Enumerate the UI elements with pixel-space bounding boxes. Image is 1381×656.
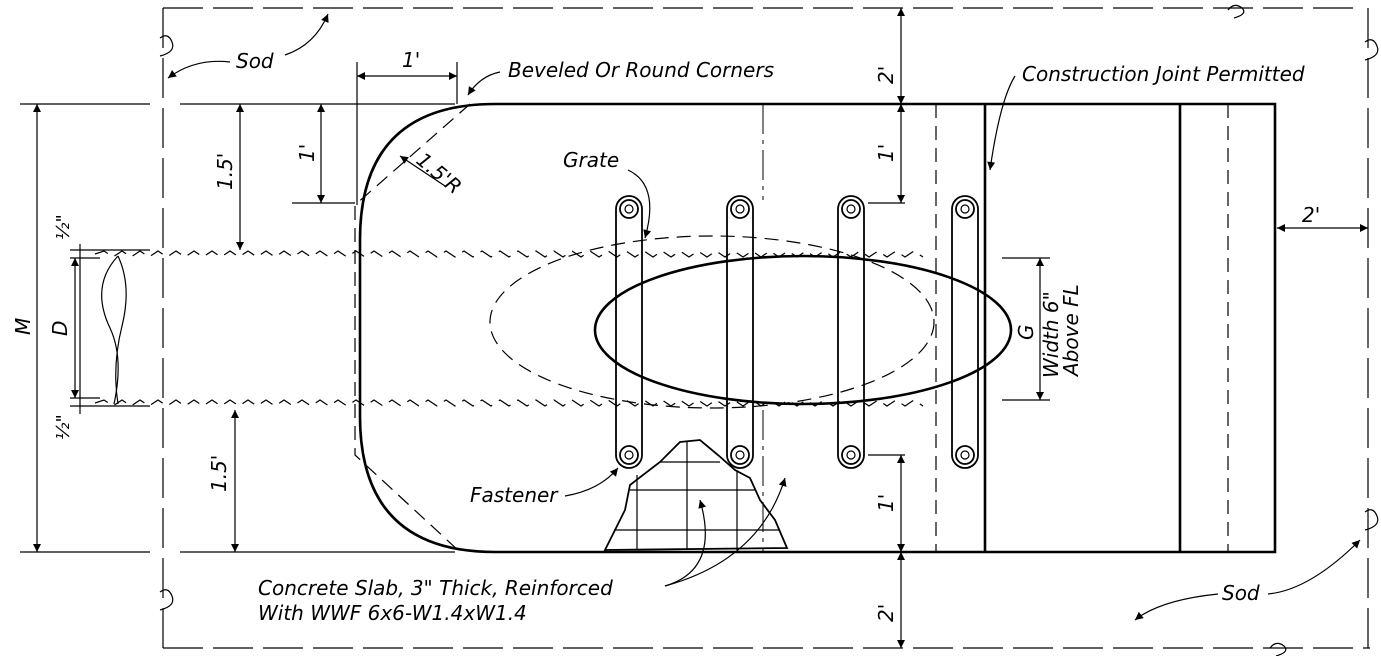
dim-2ft-right: 2' bbox=[1302, 203, 1320, 227]
dim-D: D bbox=[48, 321, 72, 336]
width-note-line2: Above FL bbox=[1059, 284, 1083, 378]
grate-bar bbox=[951, 195, 979, 469]
grate-opening bbox=[593, 254, 1013, 406]
slab-note-line2: With WWF 6x6-W1.4xW1.4 bbox=[258, 601, 527, 625]
dim-half-bottom: ½" bbox=[53, 414, 74, 440]
width-note-line1: Width 6" bbox=[1039, 291, 1063, 378]
leader-lines bbox=[167, 13, 1361, 621]
dim-1ft-bottom: 1' bbox=[874, 494, 898, 512]
dim-2ft-bottom: 2' bbox=[874, 604, 898, 622]
sod-boundary bbox=[159, 4, 1379, 656]
dimension-lines bbox=[20, 8, 1368, 648]
construction-joint-label: Construction Joint Permitted bbox=[1022, 62, 1305, 86]
wwf-cutaway bbox=[603, 439, 789, 551]
dim-G: G bbox=[1014, 325, 1038, 341]
sod-bottom-label: Sod bbox=[1222, 581, 1260, 605]
dim-half-top: ½" bbox=[53, 214, 74, 240]
concrete-slab-outline bbox=[354, 102, 1277, 554]
pipe bbox=[94, 250, 924, 407]
pipe-end-hidden bbox=[489, 235, 935, 409]
dim-1ft-right-top: 1' bbox=[874, 144, 898, 162]
dim-1ft-top: 1' bbox=[402, 48, 420, 72]
beveled-corners-label: Beveled Or Round Corners bbox=[508, 58, 774, 82]
grate-bar bbox=[837, 195, 865, 469]
sod-top-label: Sod bbox=[236, 49, 274, 73]
grate-bar bbox=[726, 195, 754, 469]
slab-note-line1: Concrete Slab, 3" Thick, Reinforced bbox=[258, 576, 613, 600]
dim-M: M bbox=[11, 318, 35, 335]
dim-1ft-left: 1' bbox=[295, 144, 319, 162]
dim-1-5R: 1.5'R bbox=[412, 147, 467, 198]
fastener-label: Fastener bbox=[470, 483, 559, 507]
dim-1-5ft-top: 1.5' bbox=[213, 153, 237, 190]
dim-1-5ft-bottom: 1.5' bbox=[207, 455, 231, 492]
grate-bar bbox=[615, 195, 643, 469]
dim-2ft-top: 2' bbox=[874, 66, 898, 84]
grate-label: Grate bbox=[563, 148, 619, 172]
grate-bars bbox=[615, 195, 979, 469]
